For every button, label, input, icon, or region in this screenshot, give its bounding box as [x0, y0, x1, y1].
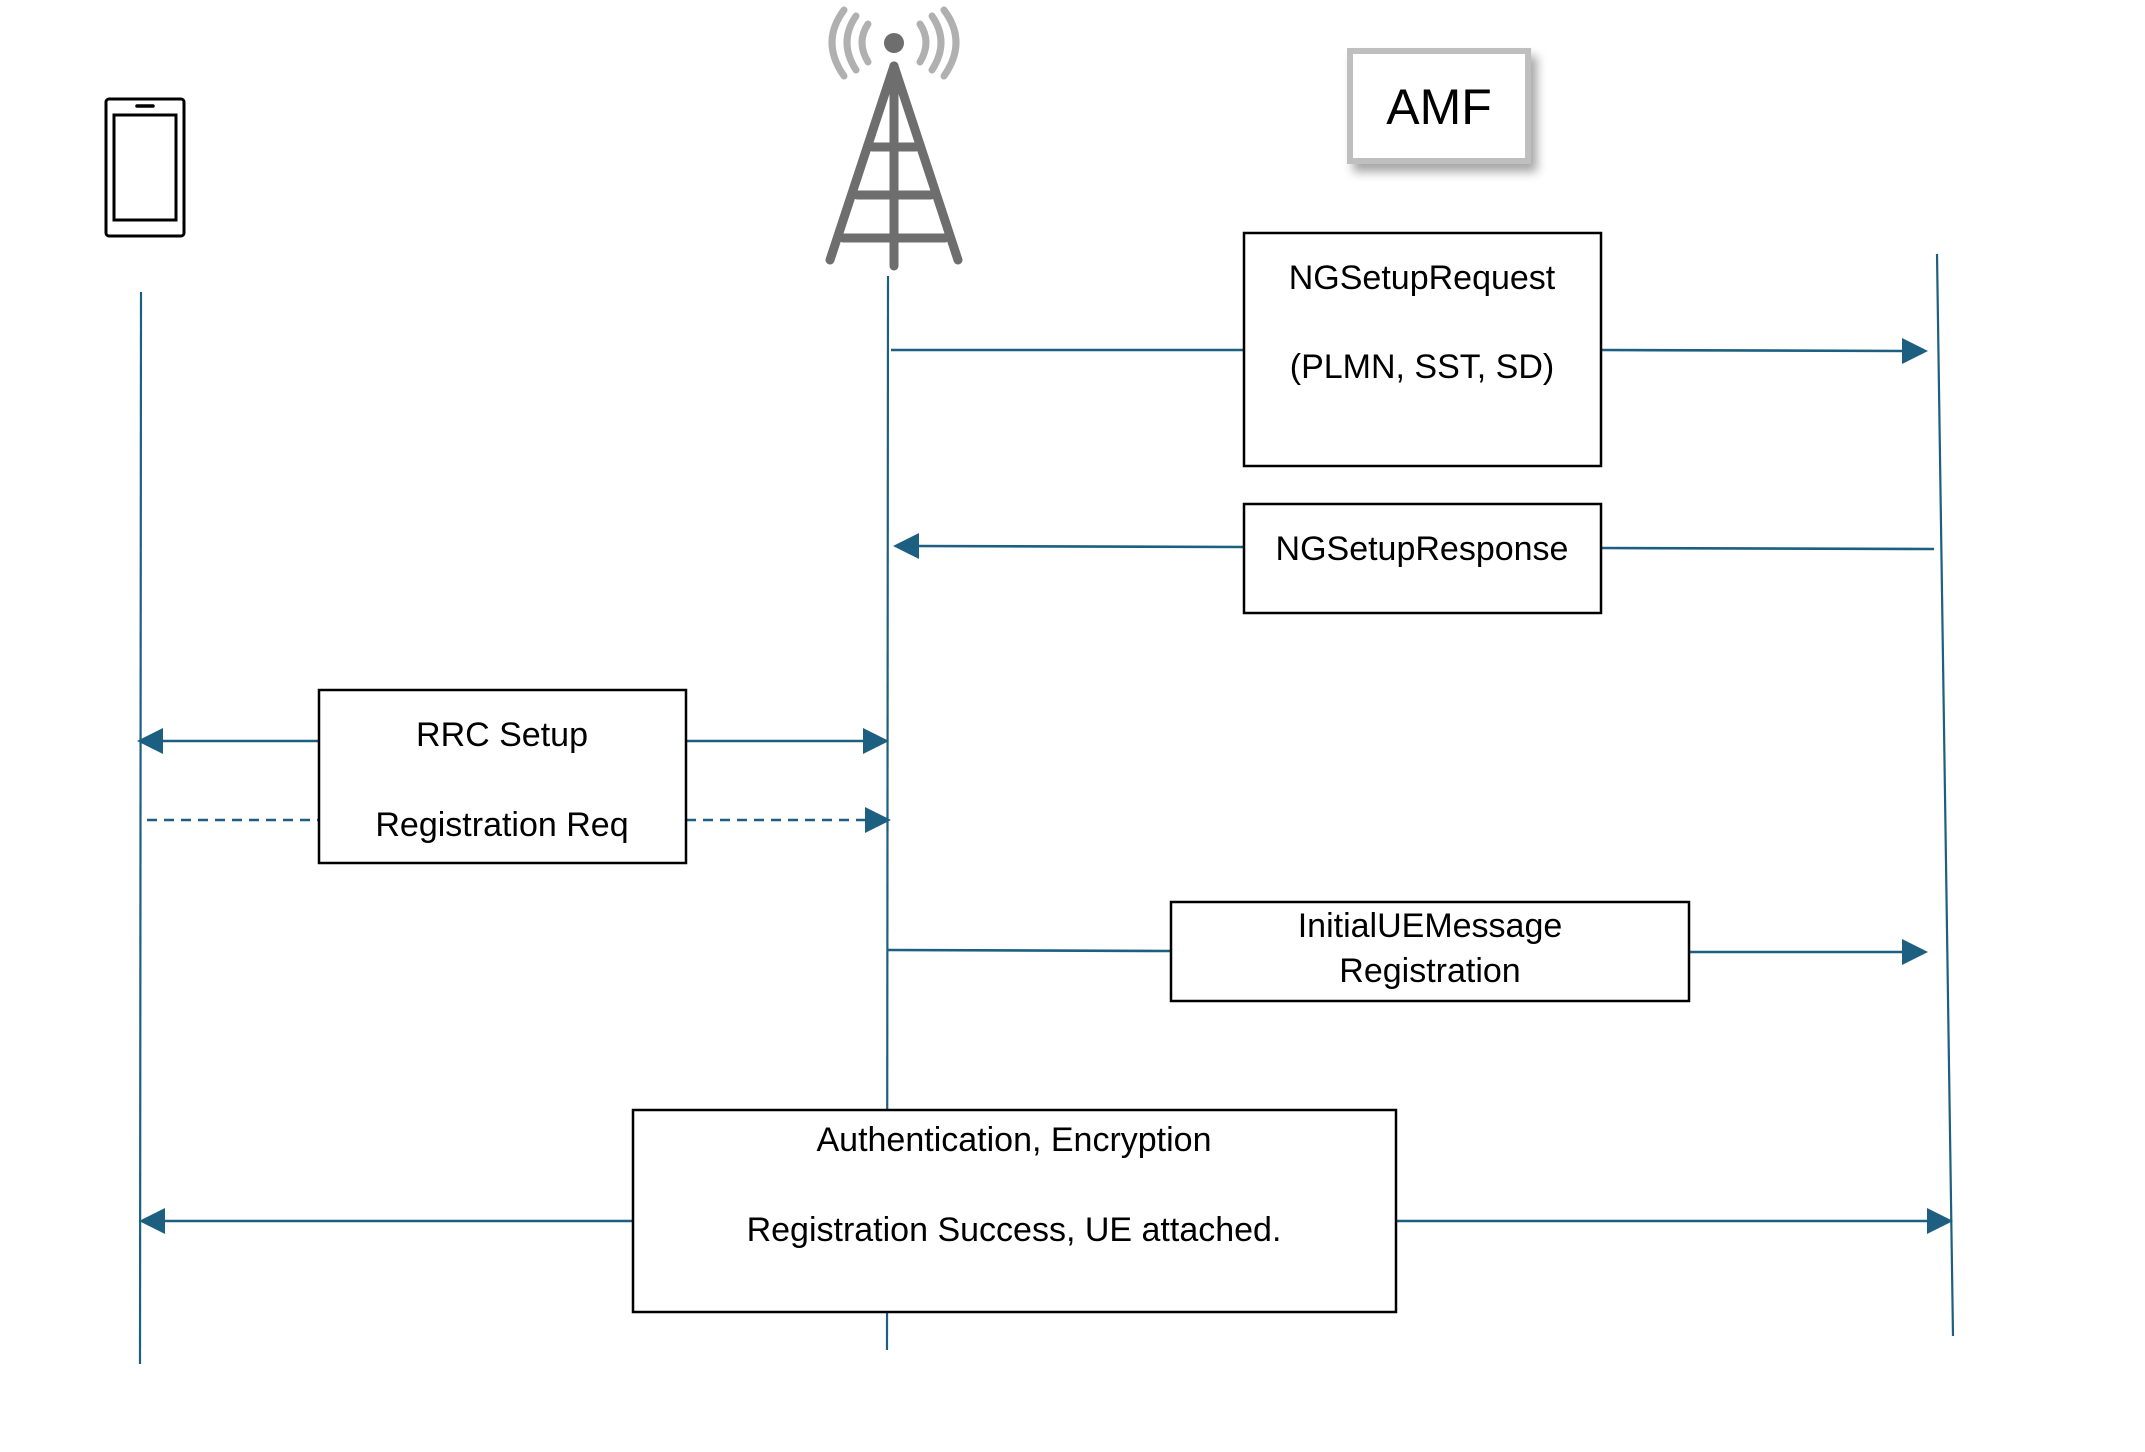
arrow-head-right — [863, 728, 889, 754]
message-label-line1: NGSetupRequest — [1289, 259, 1556, 297]
message-registration-req — [147, 807, 891, 833]
cell-tower-icon — [825, 6, 963, 271]
message-ng-setup-response: NGSetupResponse — [893, 502, 1935, 615]
arrow-head-right — [1927, 1208, 1953, 1234]
message-label-line3: Registration Success, UE attached. — [747, 1211, 1282, 1249]
arrow-head-left — [137, 728, 163, 754]
message-initial-ue-message: InitialUEMessage Registration — [887, 900, 1928, 1003]
message-label-line3: (PLMN, SST, SD) — [1290, 348, 1554, 386]
message-box — [1242, 502, 1603, 615]
ue-lifeline — [138, 291, 143, 1365]
amf-lifeline — [1935, 253, 1955, 1337]
amf-participant: AMF — [1347, 48, 1531, 164]
amf-label: AMF — [1386, 79, 1492, 135]
message-rrc-setup — [137, 728, 889, 754]
smartphone-icon — [104, 97, 186, 238]
message-label-line1: NGSetupResponse — [1276, 530, 1569, 568]
message-ng-setup-request: NGSetupRequest (PLMN, SST, SD) — [891, 231, 1928, 468]
registration-req-label: Registration Req — [375, 806, 628, 844]
message-auth-registration: Authentication, Encryption Registration … — [139, 1108, 1953, 1314]
rrc-setup-label: RRC Setup — [416, 716, 588, 754]
message-label-line1: InitialUEMessage — [1298, 907, 1563, 945]
rrc-message-box: RRC Setup Registration Req — [317, 688, 688, 865]
arrow-head-left — [139, 1208, 165, 1234]
message-box — [631, 1108, 1398, 1314]
message-box — [1169, 900, 1691, 1003]
message-box — [1242, 231, 1603, 468]
arrow-head-right — [865, 807, 891, 833]
arrow-head-right — [1902, 338, 1928, 364]
message-label-line1: Authentication, Encryption — [816, 1121, 1211, 1159]
arrow-head-right — [1902, 939, 1928, 965]
message-label-line2: Registration — [1339, 952, 1520, 990]
arrow-head-left — [893, 533, 919, 559]
